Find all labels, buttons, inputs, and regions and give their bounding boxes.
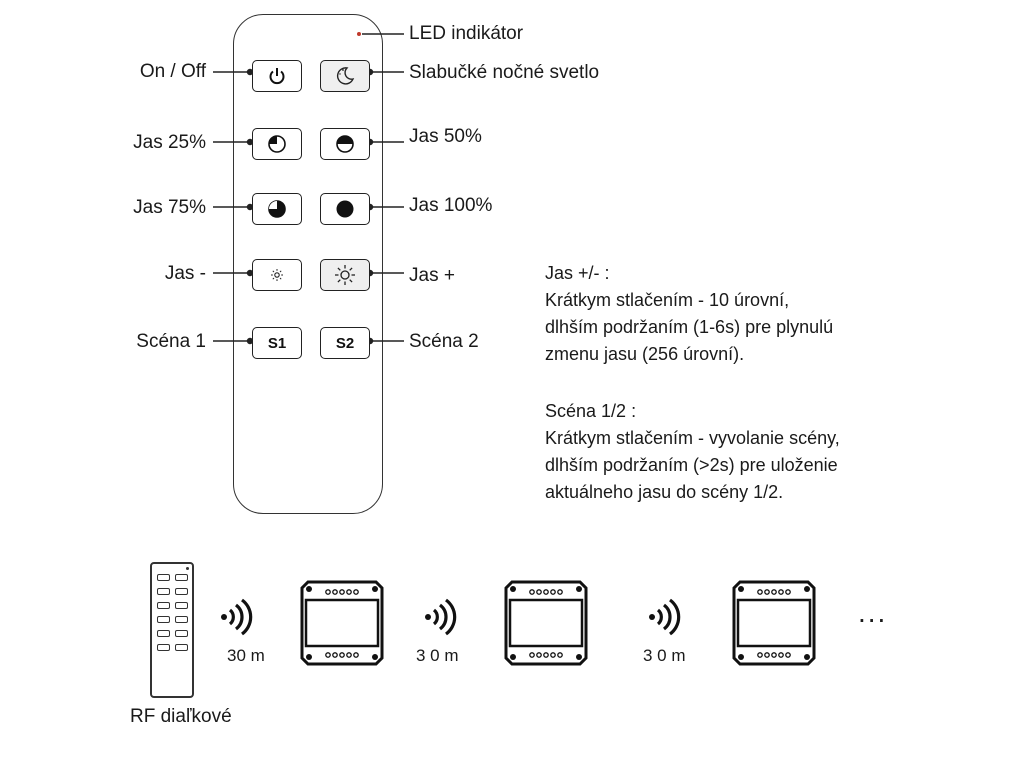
scene-info-title: Scéna 1/2 : — [545, 401, 637, 421]
label-on-off: On / Off — [139, 61, 206, 82]
receiver-module-icon — [504, 580, 588, 666]
remote-body — [233, 14, 383, 514]
scene-1-button-label: S1 — [267, 334, 287, 352]
label-jas-plus: Jas + — [409, 265, 455, 286]
brightness-info-line: Krátkym stlačením - 10 úrovní, — [545, 290, 790, 310]
scene-info: Scéna 1/2 : Krátkym stlačením - vyvolani… — [545, 398, 840, 506]
brightness-down-button[interactable] — [252, 259, 302, 291]
wireless-signal-icon — [649, 598, 681, 636]
scene-2-button-label: S2 — [335, 334, 355, 352]
brightness-up-button[interactable] — [320, 259, 370, 291]
label-night-light: Slabučké nočné svetlo — [409, 62, 600, 83]
rf-remote-caption: RF diaľkové — [130, 706, 232, 727]
receiver-module-icon — [300, 580, 384, 666]
quarter-circle-icon — [268, 135, 286, 153]
label-jas-25: Jas 25% — [133, 132, 206, 153]
distance-label: 30 m — [227, 646, 265, 665]
label-jas-50: Jas 50% — [409, 126, 482, 147]
receiver-module-icon — [732, 580, 816, 666]
brightness-75-button[interactable] — [252, 193, 302, 225]
led-indicator — [357, 32, 361, 36]
brightness-info-title: Jas +/- : — [545, 263, 610, 283]
label-scena-2: Scéna 2 — [409, 331, 479, 352]
brightness-50-button[interactable] — [320, 128, 370, 160]
more-ellipsis: ... — [858, 597, 888, 628]
brightness-100-button[interactable] — [320, 193, 370, 225]
sun-small-icon — [271, 269, 283, 281]
label-led-indicator: LED indikátor — [409, 23, 524, 44]
scene-2-button[interactable]: S2 — [320, 327, 370, 359]
scene-info-line: Krátkym stlačením - vyvolanie scény, — [545, 428, 840, 448]
label-jas-100: Jas 100% — [409, 195, 493, 216]
scene-info-line: aktuálneho jasu do scény 1/2. — [545, 482, 784, 502]
power-button[interactable] — [252, 60, 302, 92]
brightness-info-line: dlhším podržaním (1-6s) pre plynulú — [545, 317, 834, 337]
label-scena-1: Scéna 1 — [136, 331, 206, 352]
brightness-info: Jas +/- : Krátkym stlačením - 10 úrovní,… — [545, 260, 833, 368]
scene-info-line: dlhším podržaním (>2s) pre uloženie — [545, 455, 838, 475]
sun-large-icon — [335, 265, 355, 285]
brightness-25-button[interactable] — [252, 128, 302, 160]
wireless-signal-icon — [221, 598, 253, 636]
night-light-button[interactable] — [320, 60, 370, 92]
brightness-info-line: zmenu jasu (256 úrovní). — [545, 344, 745, 364]
wireless-signal-icon — [425, 598, 457, 636]
small-remote-icon — [150, 562, 194, 698]
power-icon — [269, 68, 285, 85]
label-jas-minus: Jas - — [164, 263, 206, 284]
label-jas-75: Jas 75% — [133, 197, 206, 218]
half-circle-icon — [336, 135, 354, 153]
three-quarter-circle-icon — [268, 200, 286, 218]
distance-label: 3 0 m — [643, 646, 686, 665]
scene-1-button[interactable]: S1 — [252, 327, 302, 359]
full-circle-icon — [336, 200, 354, 218]
distance-label: 3 0 m — [416, 646, 459, 665]
moon-icon — [336, 67, 355, 85]
